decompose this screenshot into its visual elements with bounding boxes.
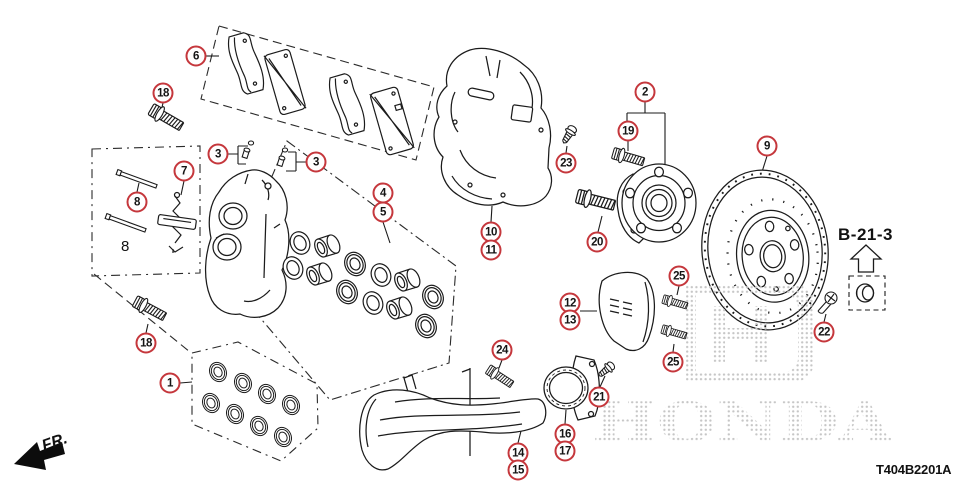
- caliper-body: [205, 169, 290, 318]
- air-duct: [359, 368, 547, 471]
- callout-12[interactable]: 12: [559, 292, 581, 314]
- callout-2[interactable]: 2: [634, 81, 656, 103]
- callout-18[interactable]: 18: [152, 82, 174, 104]
- callout-20[interactable]: 20: [586, 231, 608, 253]
- callout-11[interactable]: 11: [480, 239, 502, 261]
- cover-bolt-25b: [659, 322, 689, 342]
- pad-retainer-spring: [157, 191, 197, 253]
- piston-seal-set: [279, 228, 448, 342]
- callout-6[interactable]: 6: [185, 45, 207, 67]
- callout-16[interactable]: 16: [554, 423, 576, 445]
- callout-10[interactable]: 10: [480, 221, 502, 243]
- caliper-cover: [598, 271, 655, 352]
- callout-13[interactable]: 13: [559, 309, 581, 331]
- callout-8[interactable]: 8: [126, 191, 148, 213]
- callout-24[interactable]: 24: [491, 339, 513, 361]
- callout-21[interactable]: 21: [588, 386, 610, 408]
- callout-25[interactable]: 25: [662, 351, 684, 373]
- honda-emblem-h: [712, 306, 768, 362]
- duct-bolt-24: [483, 362, 516, 391]
- splash-guard-screw-23: [558, 123, 580, 147]
- callout-9[interactable]: 9: [756, 135, 778, 157]
- callout-19[interactable]: 19: [617, 120, 639, 142]
- wheel-nut: [855, 283, 875, 303]
- reference-code-b213[interactable]: B-21-3: [838, 225, 893, 244]
- brake-pad-set: [227, 32, 415, 156]
- rotor-set-screw-22: [817, 291, 838, 314]
- pad-set-outline: [200, 25, 435, 161]
- wheel-nut-reference: [848, 244, 886, 311]
- up-arrow-icon: [849, 244, 883, 273]
- hub-bolt-20: [574, 186, 618, 215]
- callout-5[interactable]: 5: [372, 201, 394, 223]
- callout-17[interactable]: 17: [554, 440, 576, 462]
- honda-watermark: HONDA: [592, 284, 893, 454]
- duct-adapter-ring: [543, 355, 600, 421]
- splash-guard: [433, 47, 553, 207]
- hub-bearing-assembly: [616, 163, 697, 244]
- callout-1[interactable]: 1: [159, 372, 181, 394]
- pin-label-8: 8: [121, 238, 130, 255]
- cover-bolt-25a: [660, 292, 690, 312]
- callout-22[interactable]: 22: [813, 321, 835, 343]
- guide-pin-kit: [104, 168, 158, 233]
- pin-kit-outline: [91, 145, 201, 277]
- callout-23[interactable]: 23: [555, 152, 577, 174]
- callout-25[interactable]: 25: [668, 265, 690, 287]
- watermark-text: HONDA: [592, 390, 893, 454]
- callout-18[interactable]: 18: [135, 332, 157, 354]
- callout-15[interactable]: 15: [507, 459, 529, 481]
- connector-dash: [93, 273, 191, 353]
- leader-lines: [136, 55, 827, 444]
- callout-3[interactable]: 3: [207, 143, 229, 165]
- callout-7[interactable]: 7: [173, 160, 195, 182]
- pad-clip-fittings: [241, 140, 289, 168]
- seal-kit: [199, 359, 303, 450]
- diagram-code: T404B2201A: [876, 462, 952, 477]
- callout-3[interactable]: 3: [305, 151, 327, 173]
- callout-4[interactable]: 4: [372, 182, 394, 204]
- caliper-mount-bolt-18a: [146, 101, 187, 135]
- front-direction-arrow: [14, 442, 65, 470]
- seal-kit-outline: [191, 341, 319, 462]
- honda-emblem-ring: [686, 284, 814, 382]
